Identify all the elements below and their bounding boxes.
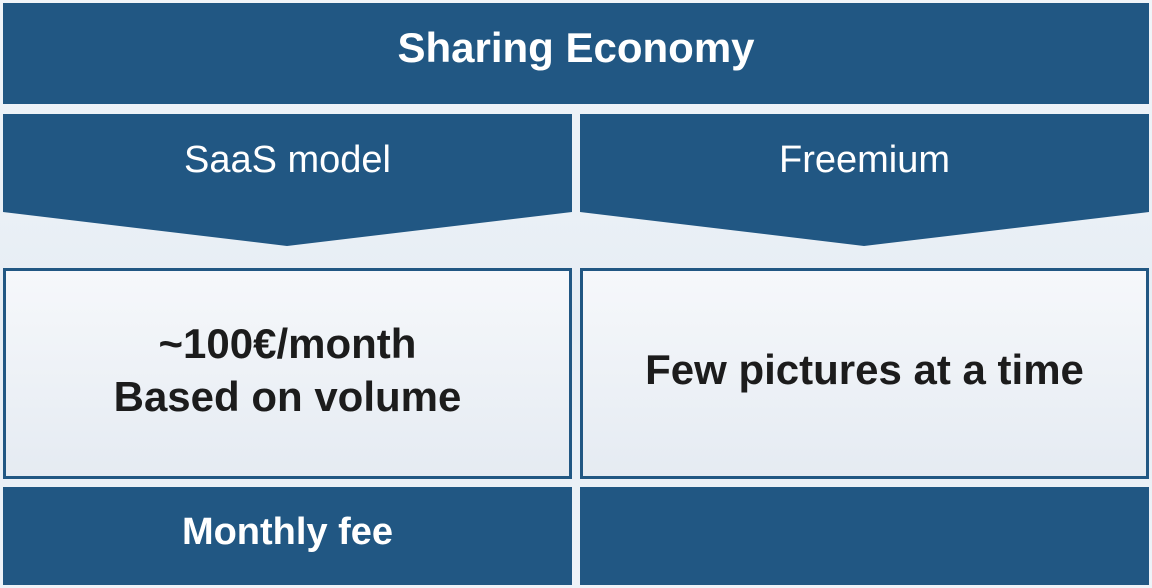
column-header-label: SaaS model <box>183 138 391 181</box>
detail-line: ~100€/month <box>158 320 417 367</box>
column-header-label: Freemium <box>778 138 951 181</box>
footer-label: Monthly fee <box>181 510 394 553</box>
detail-line: Based on volume <box>113 372 462 420</box>
diagram-title: Sharing Economy <box>397 23 755 71</box>
down-arrow-icon <box>3 212 572 246</box>
footer-box-freemium <box>580 487 1149 585</box>
column-header-saas: SaaS model <box>3 114 572 212</box>
detail-box-freemium: Few pictures at a time <box>580 268 1149 479</box>
detail-box-saas: ~100€/month Based on volume <box>3 268 572 479</box>
down-arrow-icon <box>580 212 1149 246</box>
title-bar: Sharing Economy <box>3 3 1149 104</box>
column-header-freemium: Freemium <box>580 114 1149 212</box>
detail-line: Few pictures at a time <box>645 346 1084 394</box>
footer-box-saas: Monthly fee <box>3 487 572 585</box>
